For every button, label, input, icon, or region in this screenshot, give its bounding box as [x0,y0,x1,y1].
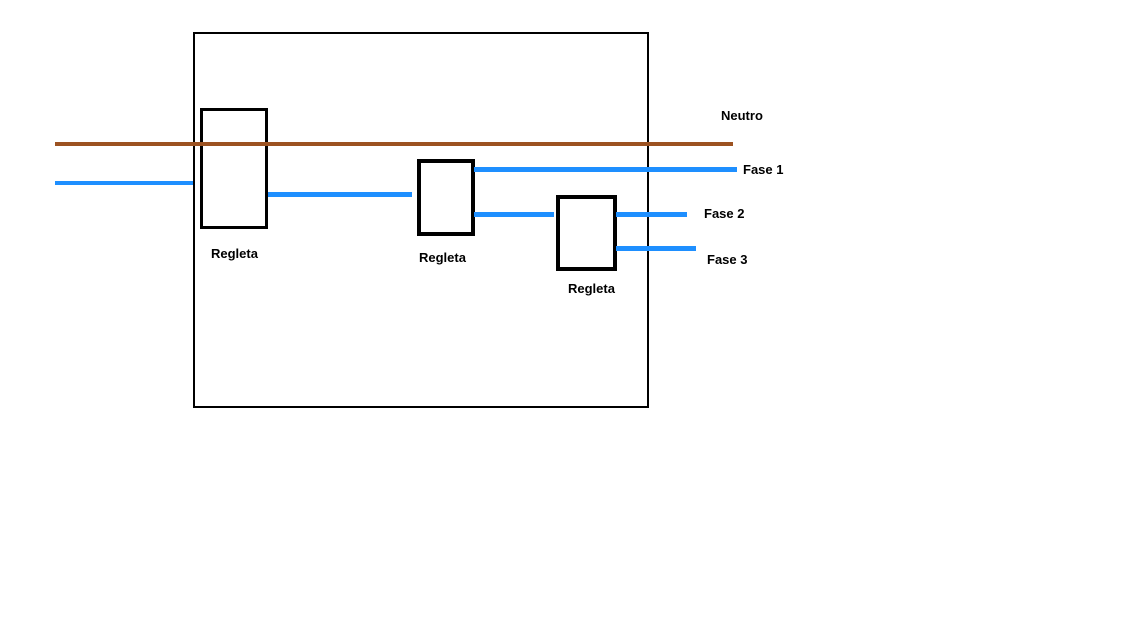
fase-2-wire [616,212,687,217]
regleta-2-label: Regleta [419,250,466,265]
fase-1-label: Fase 1 [743,162,784,177]
regleta-2-box [417,159,475,236]
fase-3-wire [616,246,696,251]
regleta1-to-regleta2-wire [268,192,412,197]
fase-2-label: Fase 2 [704,206,745,221]
phase-input-wire [55,181,193,185]
regleta-1-box [200,108,268,229]
fase-1-wire [474,167,737,172]
regleta-3-label: Regleta [568,281,615,296]
neutral-label: Neutro [721,108,763,123]
fase-3-label: Fase 3 [707,252,748,267]
neutral-wire [55,142,733,146]
regleta-1-label: Regleta [211,246,258,261]
regleta2-to-regleta3-wire [474,212,554,217]
regleta-3-box [556,195,617,271]
